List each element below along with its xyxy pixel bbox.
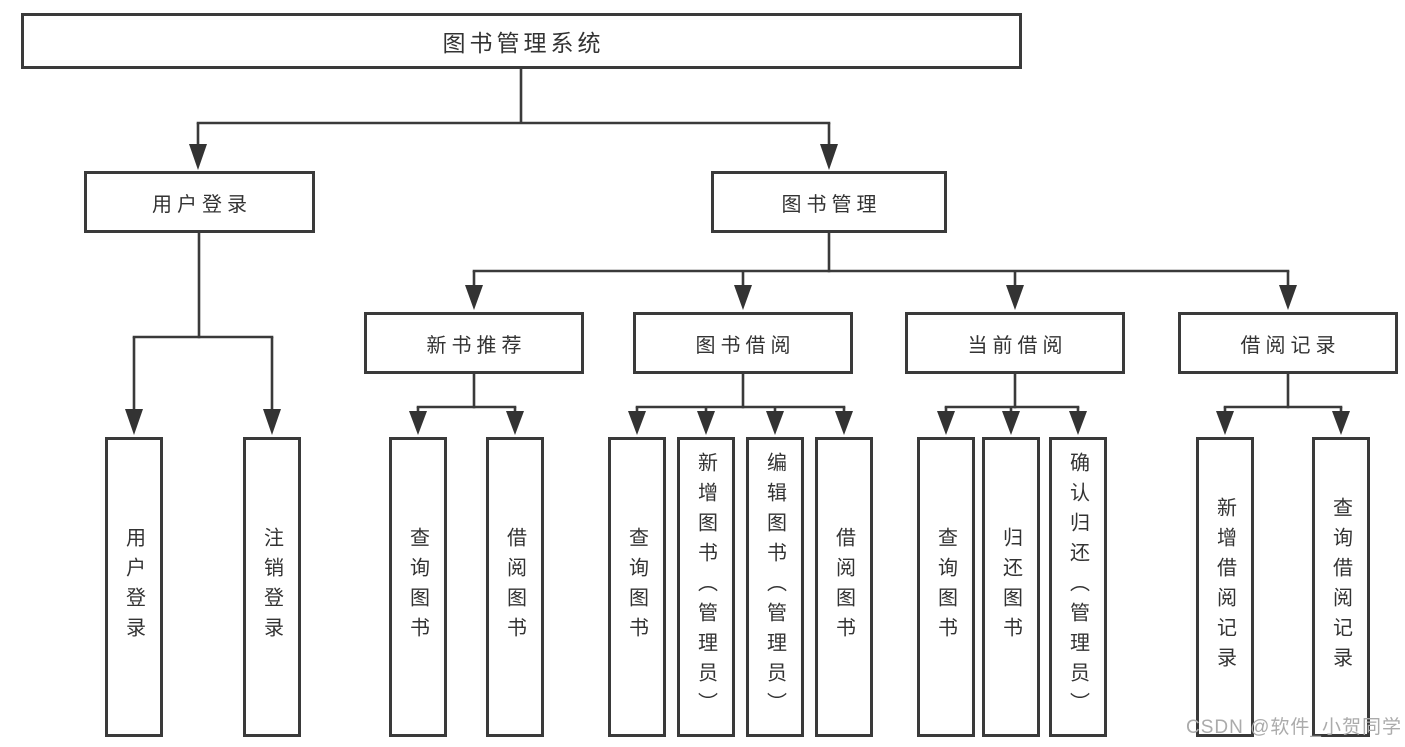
leaf-label: 注销登录 <box>260 527 283 647</box>
root-node-label: 图书管理系统 <box>442 30 605 56</box>
leaf-borrow-books: 借阅图书 <box>815 437 873 737</box>
node-label: 当前借阅 <box>967 334 1068 357</box>
leaf-query-books-borrowing: 查询图书 <box>608 437 666 737</box>
leaf-query-borrow-record: 查询借阅记录 <box>1312 437 1370 737</box>
node-label: 图书管理 <box>781 193 882 216</box>
leaf-return-books: 归还图书 <box>982 437 1040 737</box>
leaf-label: 新增借阅记录 <box>1213 497 1236 677</box>
watermark: CSDN @软件_小贺同学 <box>1186 717 1402 738</box>
leaf-logout: 注销登录 <box>243 437 301 737</box>
node-book-management: 图书管理 <box>711 171 947 233</box>
leaf-add-borrow-record: 新增借阅记录 <box>1196 437 1254 737</box>
leaf-label: 查询图书 <box>625 527 648 647</box>
node-label: 新书推荐 <box>426 334 527 357</box>
leaf-label: 编辑图书（管理员） <box>763 452 786 722</box>
node-borrowing-records: 借阅记录 <box>1178 312 1398 374</box>
node-user-login: 用户登录 <box>84 171 315 233</box>
leaf-label: 确认归还（管理员） <box>1066 452 1089 722</box>
leaf-label: 借阅图书 <box>503 527 526 647</box>
node-current-borrowing: 当前借阅 <box>905 312 1125 374</box>
leaf-label: 查询借阅记录 <box>1329 497 1352 677</box>
leaf-label: 归还图书 <box>999 527 1022 647</box>
node-book-borrowing: 图书借阅 <box>633 312 853 374</box>
node-label: 用户登录 <box>152 193 252 216</box>
root-node-system: 图书管理系统 <box>21 13 1022 69</box>
leaf-edit-book-admin: 编辑图书（管理员） <box>746 437 804 737</box>
leaf-label: 查询图书 <box>406 527 429 647</box>
leaf-query-books-recommend: 查询图书 <box>389 437 447 737</box>
node-label: 借阅记录 <box>1240 334 1341 357</box>
leaf-add-book-admin: 新增图书（管理员） <box>677 437 735 737</box>
leaf-label: 新增图书（管理员） <box>694 452 717 722</box>
node-label: 图书借阅 <box>695 334 796 357</box>
leaf-label: 用户登录 <box>122 527 145 647</box>
leaf-borrow-books-recommend: 借阅图书 <box>486 437 544 737</box>
leaf-label: 查询图书 <box>934 527 957 647</box>
node-new-book-recommendation: 新书推荐 <box>364 312 584 374</box>
leaf-label: 借阅图书 <box>832 527 855 647</box>
leaf-user-login: 用户登录 <box>105 437 163 737</box>
leaf-query-books-current: 查询图书 <box>917 437 975 737</box>
leaf-confirm-return-admin: 确认归还（管理员） <box>1049 437 1107 737</box>
